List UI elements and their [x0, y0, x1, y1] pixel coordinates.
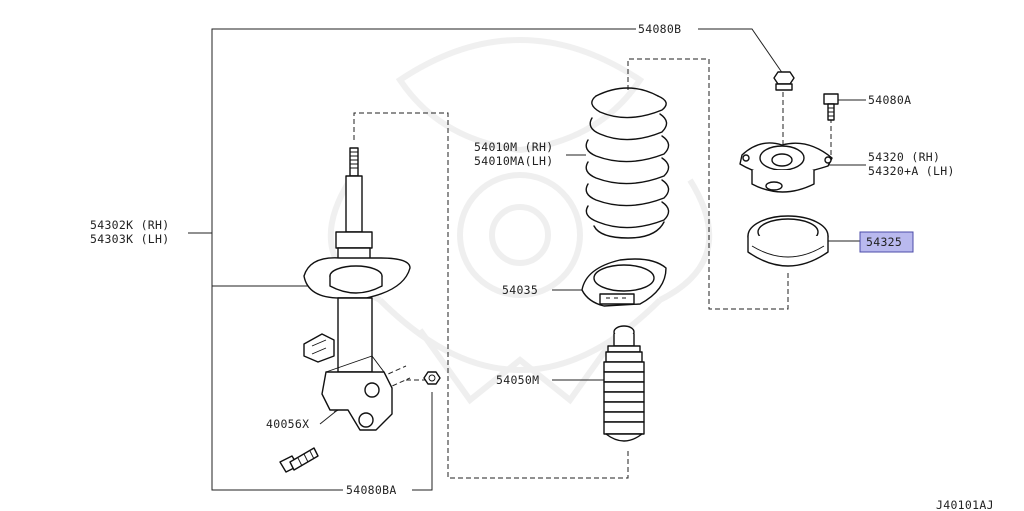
nut-54080B — [773, 71, 795, 91]
bolt-54080A — [823, 93, 839, 121]
diagram-code: J40101AJ — [936, 498, 994, 511]
dust-boot-54050M — [603, 325, 645, 442]
coil-spring-54010M — [585, 87, 670, 239]
bearing-54325 — [747, 215, 829, 267]
strut-assembly-54302K — [303, 147, 411, 431]
label-54325[interactable]: 54325 — [866, 235, 902, 249]
label-54050M[interactable]: 54050M — [496, 373, 539, 387]
frame-line-54080B — [211, 28, 636, 491]
dash-spring-group — [627, 58, 789, 310]
label-54010MA[interactable]: 54010MA(LH) — [474, 154, 553, 168]
bolt-40056X — [279, 447, 319, 473]
label-54010M[interactable]: 54010M (RH) — [474, 140, 553, 154]
nut-54080BA — [423, 371, 441, 385]
label-54080A[interactable]: 54080A — [868, 93, 911, 107]
leader-54080B-to-nut — [698, 28, 784, 75]
part-highlight — [859, 231, 914, 253]
label-54080B[interactable]: 54080B — [638, 22, 681, 36]
label-54302K[interactable]: 54302K (RH) — [90, 218, 169, 232]
strut-mount-54320 — [739, 142, 833, 193]
label-54035[interactable]: 54035 — [502, 283, 538, 297]
label-54303K[interactable]: 54303K (LH) — [90, 232, 169, 246]
label-40056X[interactable]: 40056X — [266, 417, 309, 431]
label-54320[interactable]: 54320 (RH) — [868, 150, 940, 164]
label-54080BA[interactable]: 54080BA — [346, 483, 397, 497]
spring-seat-54035 — [581, 258, 667, 307]
leader-54080BA — [412, 392, 433, 491]
label-54320A[interactable]: 54320+A (LH) — [868, 164, 955, 178]
